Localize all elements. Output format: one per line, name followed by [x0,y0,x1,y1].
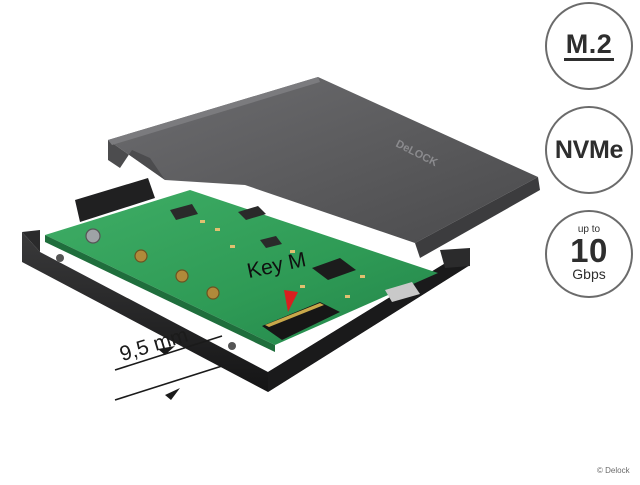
copyright-text: © Delock [597,466,630,475]
controller-chip [312,258,356,280]
mounting-hole [175,269,189,283]
enclosure-lid: DeLOCK [108,77,540,258]
enclosure-frame [22,178,470,392]
speed-prefix: up to [577,224,601,235]
m2-slot [262,302,340,340]
nvme-badge: NVMe [545,106,633,194]
m2-badge: M.2 [545,2,633,90]
pcb-board [45,190,438,352]
nvme-badge-text: NVMe [554,135,624,164]
dimension-marker [114,335,223,401]
standoff-screw [85,228,101,244]
speed-unit: Gbps [572,266,606,282]
mounting-hole [134,249,148,263]
speed-value: 10 [570,232,608,269]
key-arrow-icon [284,290,298,312]
speed-badge: up to 10 Gbps [545,210,633,298]
mounting-hole [206,286,220,300]
usb-c-port [385,282,420,302]
m2-badge-text: M.2 [563,29,615,61]
